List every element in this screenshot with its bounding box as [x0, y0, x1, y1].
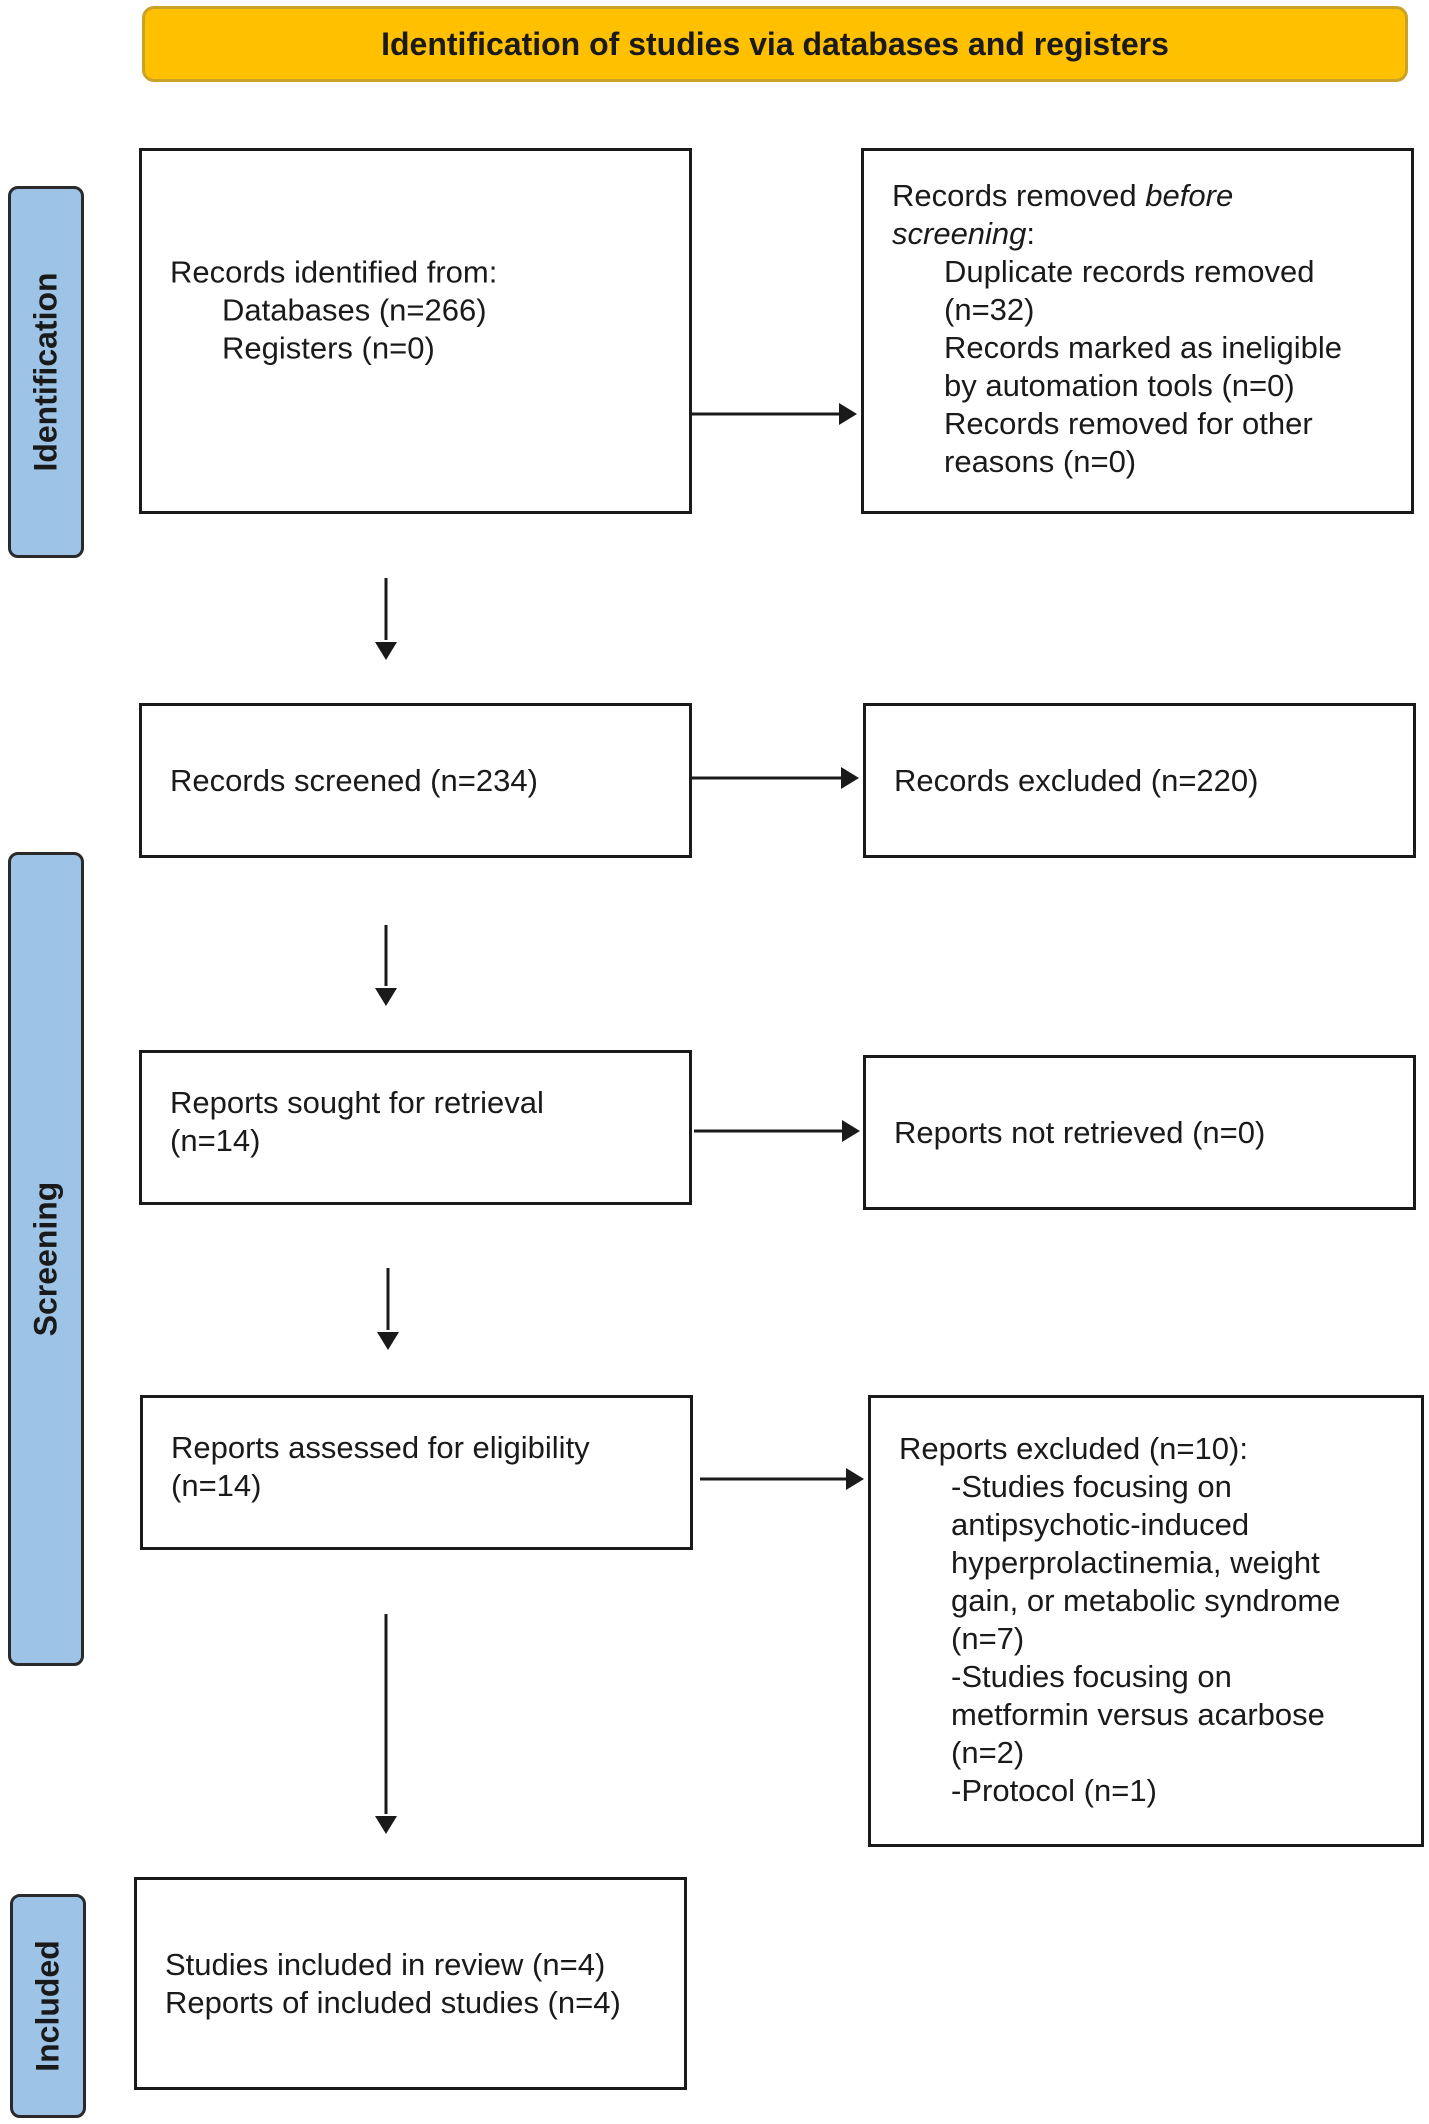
arrowhead-screened-to-excluded: [841, 767, 859, 789]
reports-not-retrieved-box: Reports not retrieved (n=0): [863, 1055, 1416, 1210]
ineligible-line-1: Records marked as ineligible: [944, 330, 1343, 365]
header-title: Identification of studies via databases …: [381, 25, 1169, 62]
reports-assessed-box: Reports assessed for eligibility (n=14): [140, 1395, 693, 1550]
records-identified-registers: Registers (n=0): [222, 330, 435, 366]
header-banner: Identification of studies via databases …: [142, 6, 1408, 82]
reason-1-line-2: antipsychotic-induced: [951, 1507, 1250, 1542]
arrowhead-assessed-to-excluded: [846, 1468, 864, 1490]
arrowhead-sought-to-not-retrieved: [842, 1120, 860, 1142]
reason-1-line-5: (n=7): [951, 1621, 1025, 1656]
phase-screening-label: Screening: [27, 1181, 64, 1337]
reports-assessed-line-2: (n=14): [171, 1467, 262, 1503]
phase-included-label: Included: [29, 1940, 66, 2072]
other-line-2: reasons (n=0): [944, 444, 1137, 479]
records-screened-box: Records screened (n=234): [139, 703, 692, 858]
records-excluded-text: Records excluded (n=220): [894, 762, 1259, 798]
reason-2-line-3: (n=2): [951, 1735, 1025, 1770]
phase-screening: Screening: [8, 852, 84, 1666]
reports-sought-box: Reports sought for retrieval (n=14): [139, 1050, 692, 1205]
reports-sought-line-1: Reports sought for retrieval: [170, 1084, 544, 1120]
duplicates-line-1: Duplicate records removed: [944, 254, 1315, 289]
records-removed-box: Records removed before screening: Duplic…: [861, 148, 1414, 514]
reports-assessed-line-1: Reports assessed for eligibility: [171, 1429, 590, 1465]
reports-excluded-heading: Reports excluded (n=10):: [899, 1431, 1248, 1466]
studies-included-text: Studies included in review (n=4): [165, 1946, 606, 1982]
arrowhead-screened-to-sought: [375, 988, 397, 1006]
records-identified-heading: Records identified from:: [170, 254, 498, 290]
ineligible-line-2: by automation tools (n=0): [944, 368, 1295, 403]
reason-1-line-4: gain, or metabolic syndrome: [951, 1583, 1341, 1618]
arrowhead-identified-to-screened: [375, 642, 397, 660]
phase-identification-label: Identification: [27, 272, 64, 472]
duplicates-line-2: (n=32): [944, 292, 1035, 327]
other-line-1: Records removed for other: [944, 406, 1313, 441]
reports-included-text: Reports of included studies (n=4): [165, 1984, 621, 2020]
records-identified-box: Records identified from: Databases (n=26…: [139, 148, 692, 514]
reason-1-line-1: -Studies focusing on: [951, 1469, 1232, 1504]
reports-sought-line-2: (n=14): [170, 1122, 261, 1158]
reason-1-line-3: hyperprolactinemia, weight: [951, 1545, 1320, 1580]
reason-3: -Protocol (n=1): [951, 1773, 1157, 1808]
reports-not-retrieved-text: Reports not retrieved (n=0): [894, 1114, 1266, 1150]
arrowhead-identified-to-removed: [839, 403, 857, 425]
reports-excluded-box: Reports excluded (n=10): -Studies focusi…: [868, 1395, 1424, 1847]
records-excluded-box: Records excluded (n=220): [863, 703, 1416, 858]
records-screened-text: Records screened (n=234): [170, 762, 538, 798]
included-box: Studies included in review (n=4) Reports…: [134, 1877, 687, 2090]
phase-identification: Identification: [8, 186, 84, 558]
records-removed-heading: Records removed before: [892, 178, 1234, 213]
records-identified-databases: Databases (n=266): [222, 292, 487, 328]
reason-2-line-2: metformin versus acarbose: [951, 1697, 1325, 1732]
arrowhead-assessed-to-included: [375, 1816, 397, 1834]
arrowhead-sought-to-assessed: [377, 1332, 399, 1350]
phase-included: Included: [10, 1894, 86, 2118]
records-removed-heading-cont: screening:: [892, 216, 1036, 251]
reason-2-line-1: -Studies focusing on: [951, 1659, 1232, 1694]
